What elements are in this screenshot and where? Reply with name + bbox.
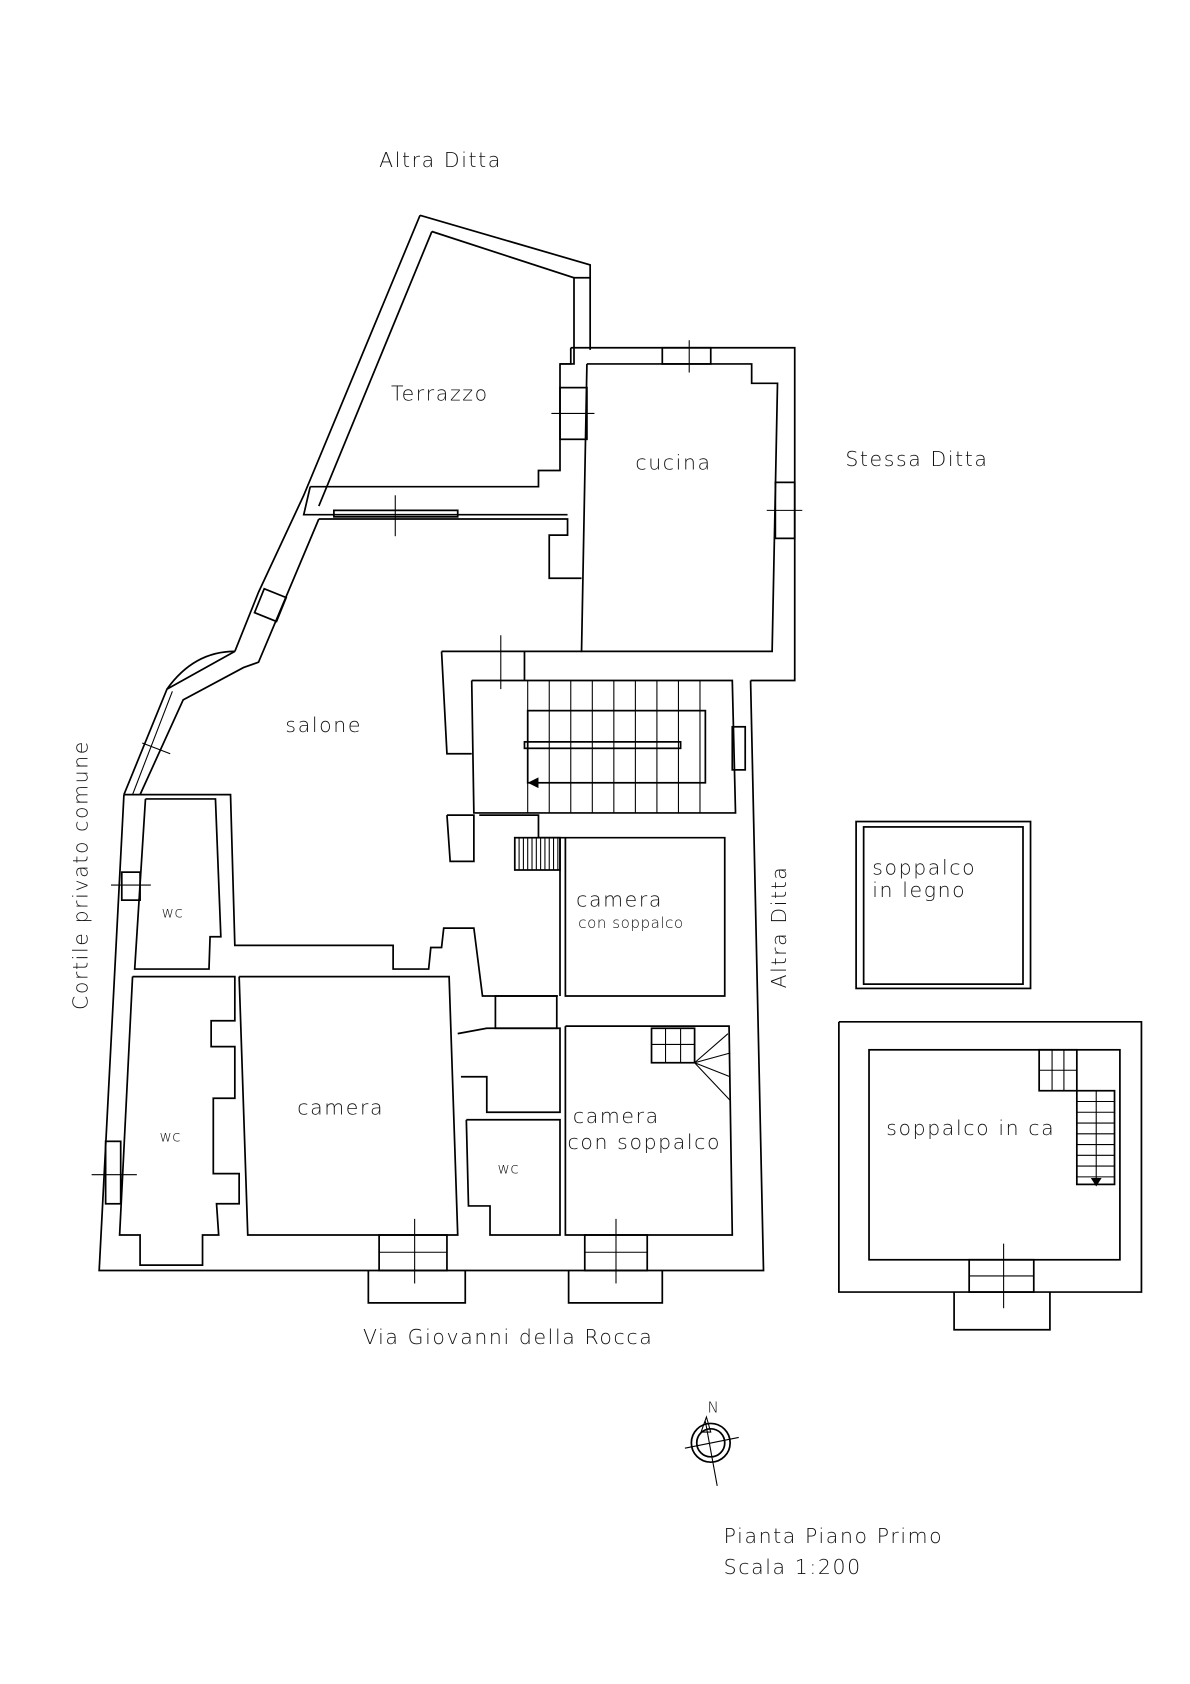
- plan-title: Pianta Piano Primo: [724, 1524, 944, 1548]
- label-camera-soppalco-1-sub: con soppalco: [578, 914, 683, 932]
- kitchen-walls: [551, 340, 803, 682]
- compass-north-label: N: [708, 1399, 720, 1417]
- label-wc-3: wc: [498, 1160, 520, 1178]
- label-soppalco-legno-2: in legno: [872, 878, 966, 902]
- label-soppalco-ca: soppalco in ca: [886, 1116, 1055, 1140]
- label-north-boundary: Altra Ditta: [379, 148, 502, 172]
- salone-walls: [123, 518, 320, 795]
- label-cucina: cucina: [635, 450, 711, 474]
- mezzanine-legno-plan: [855, 820, 1032, 990]
- north-arrow-icon: N: [684, 1399, 739, 1486]
- terrace-walls: [234, 214, 592, 652]
- label-soppalco-legno-1: soppalco: [872, 855, 976, 879]
- label-camera-soppalco-2-sub: con soppalco: [568, 1130, 722, 1154]
- label-east-kitchen-boundary: Stessa Ditta: [845, 447, 988, 471]
- stair-block: [440, 635, 747, 863]
- label-terrazzo: Terrazzo: [391, 382, 489, 406]
- mezzanine-ca-plan: [838, 1020, 1143, 1331]
- label-salone: salone: [285, 713, 362, 737]
- plan-scale: Scala 1:200: [724, 1555, 862, 1579]
- label-camera: camera: [297, 1095, 384, 1119]
- label-wc-2: wc: [159, 1127, 181, 1145]
- label-camera-soppalco-2: camera: [573, 1104, 660, 1128]
- label-wc-1: wc: [162, 903, 184, 921]
- lower-block-walls: [91, 680, 765, 1304]
- label-south-boundary: Via Giovanni della Rocca: [363, 1325, 653, 1349]
- label-east-lower-boundary: Altra Ditta: [767, 866, 791, 989]
- label-camera-soppalco-1: camera: [576, 888, 663, 912]
- label-west-boundary: Cortile privato comune: [68, 740, 92, 1010]
